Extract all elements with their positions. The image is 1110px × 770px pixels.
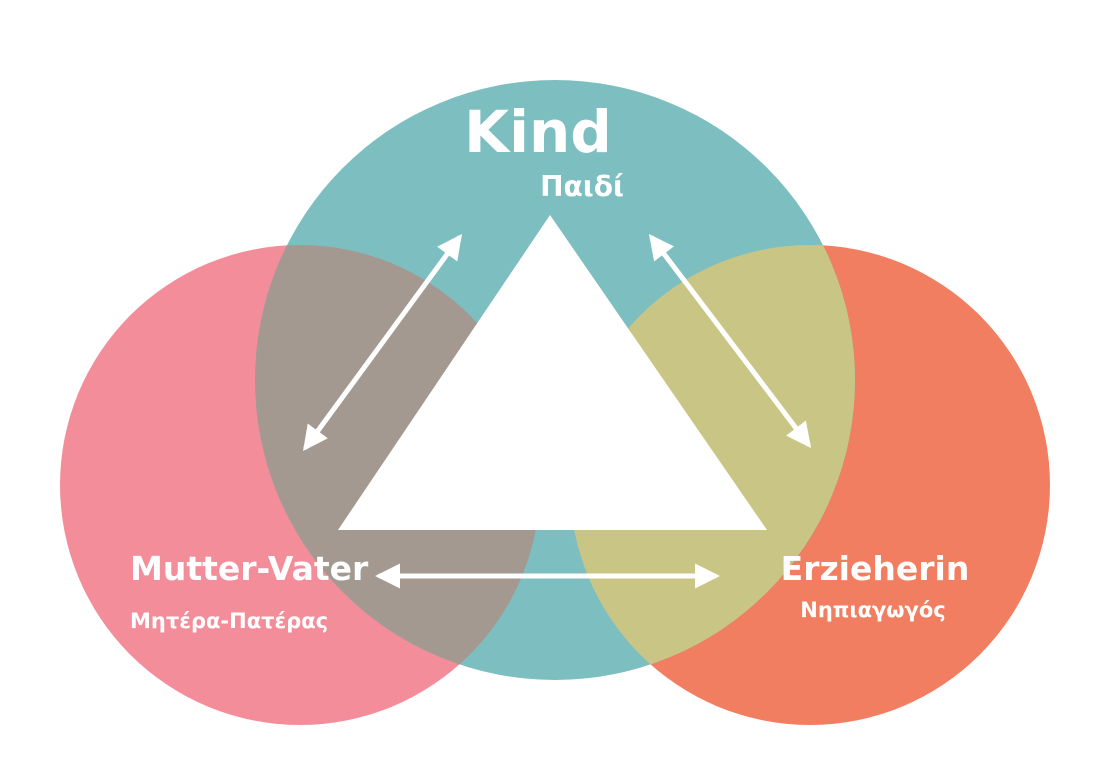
arrow-child-educator bbox=[648, 234, 812, 448]
educator-title: Erzieherin bbox=[781, 549, 970, 588]
center-triangle bbox=[338, 215, 767, 530]
educator-subtitle: Νηπιαγωγός bbox=[800, 598, 945, 622]
parents-subtitle: Μητέρα-Πατέρας bbox=[130, 609, 328, 633]
child-subtitle: Παιδί bbox=[540, 170, 624, 203]
child-title: Kind bbox=[464, 98, 612, 166]
relationship-arrows bbox=[303, 233, 812, 589]
parents-title: Mutter-Vater bbox=[130, 549, 369, 588]
arrow-parents-child bbox=[303, 233, 462, 452]
